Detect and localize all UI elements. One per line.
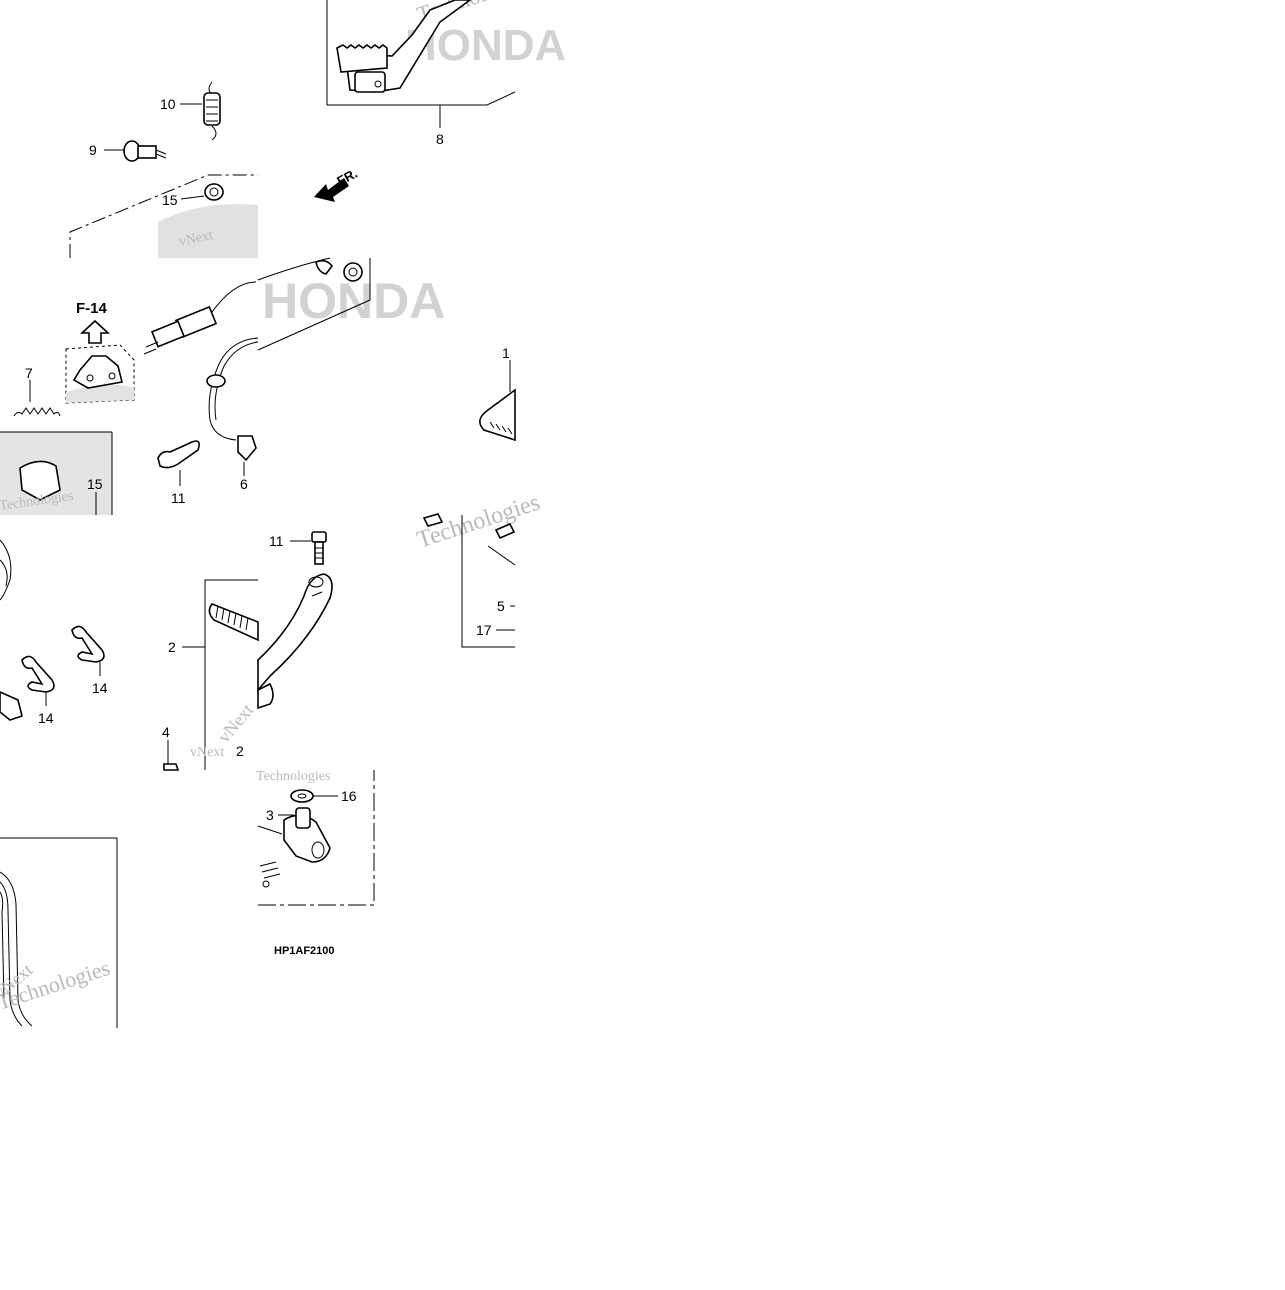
band-clamp-13 [157, 440, 200, 469]
callout-13: 11 [171, 490, 186, 506]
tile-bottom-left: Technologies vNext [0, 837, 118, 1028]
section-ref-label: F-14 [76, 300, 108, 317]
callout-3: 3 [266, 807, 274, 823]
tile-bottom-center: Technologies 16 3 HP1AF2100 [256, 769, 375, 957]
assembly-box-bottom-left [0, 837, 118, 1028]
pedal-outline-a [0, 871, 33, 1027]
callout-5: 5 [497, 598, 505, 614]
callout-14b: 14 [38, 710, 54, 726]
bolt-9 [123, 140, 167, 162]
bolt-11 [311, 531, 327, 565]
callout-1: 1 [502, 345, 510, 361]
tile-lower-center: 11 [257, 531, 333, 710]
assembly-boundary-upper [69, 174, 258, 258]
callout-10: 10 [160, 96, 176, 112]
watermark-vnext-diag: vNext [214, 700, 258, 747]
callout-15-upper: 15 [162, 192, 178, 208]
spring-small [259, 861, 281, 879]
footpeg-rubber-2 [208, 603, 259, 642]
callout-7: 7 [25, 365, 33, 381]
footpeg-1 [479, 388, 516, 442]
oil-seal-center [343, 262, 363, 282]
watermark-technologies-bottom: Technologies [256, 769, 330, 784]
case-boss [19, 460, 61, 501]
assembly-box-8 [326, 0, 516, 106]
callout-14a: 14 [92, 680, 108, 696]
watermark-vnext-upper: vNext [178, 228, 215, 250]
diagram-ref-code: HP1AF2100 [274, 945, 335, 957]
band-clamp-14a [71, 625, 105, 663]
callout-15-lower: 15 [87, 476, 103, 492]
callout-17: 17 [476, 622, 492, 638]
connector-6 [237, 435, 257, 462]
tile-center: HONDA [257, 257, 445, 351]
callout-2: 2 [168, 639, 176, 655]
tile-middle-left: F-14 6 7 11 15 [0, 281, 259, 515]
assembly-box-2 [204, 579, 258, 770]
tile-top: HONDA Technologies 8 FR. [314, 0, 566, 202]
callout-4: 4 [162, 724, 170, 740]
small-bracket [315, 259, 334, 275]
callout-11: 11 [269, 533, 284, 549]
front-direction-arrow: FR. [314, 166, 360, 202]
assembly-box-bottom [258, 770, 375, 906]
callout-16: 16 [341, 788, 357, 804]
watermark-vnext-lower: vNext [190, 745, 224, 760]
spring-7 [13, 407, 61, 417]
section-ref-arrow [79, 319, 111, 344]
shift-lever [257, 573, 333, 693]
callout-6: 6 [240, 476, 248, 492]
lever-joint [257, 682, 274, 710]
assembly-box-right [461, 515, 515, 648]
partial-label-2: 2 [236, 743, 244, 759]
switch-cable [208, 337, 259, 441]
callout-9: 9 [89, 142, 97, 158]
band-clamp-14b [21, 655, 55, 693]
oil-seal-15 [204, 183, 224, 201]
tile-right: 1 Technologies 5 17 [414, 345, 543, 648]
connector-left [0, 691, 23, 721]
tile-lower-left: 14 14 2 4 vNext vNext 2 [0, 539, 259, 771]
washer-16 [290, 789, 314, 803]
pedal-tip [336, 44, 388, 73]
bolt-4 [163, 763, 180, 771]
mounting-clamp [72, 355, 123, 389]
callout-8: 8 [436, 131, 444, 147]
bolt-right [422, 513, 444, 527]
spring-10 [203, 81, 221, 141]
watermark-honda-center: HONDA [262, 273, 445, 329]
tile-upper-left: 10 9 15 vNext [69, 81, 258, 258]
switch-sensor [143, 281, 257, 355]
crankcase-shaded [158, 204, 258, 258]
